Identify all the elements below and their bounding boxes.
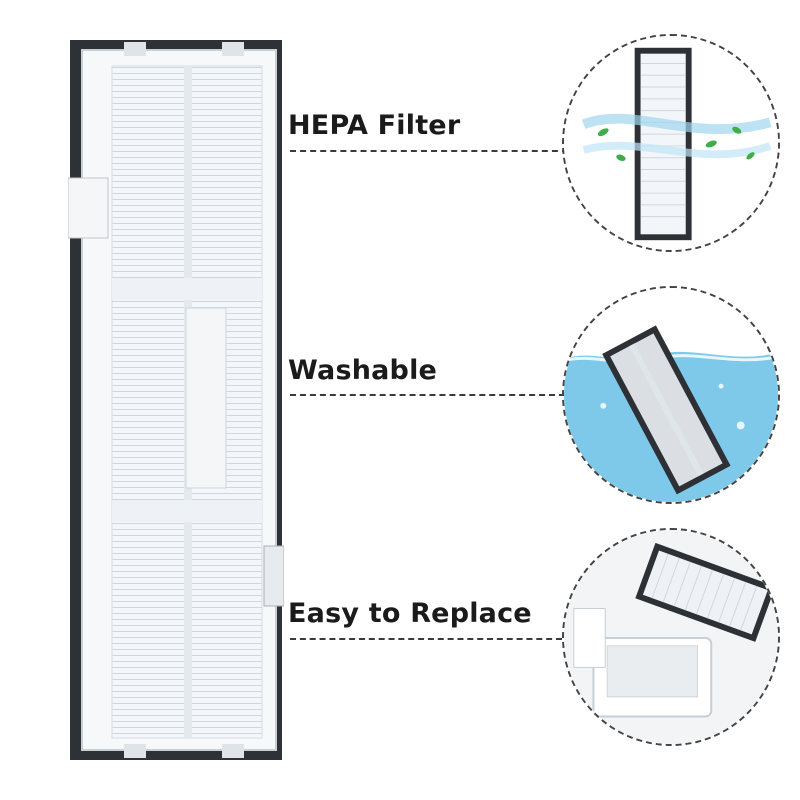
main-filter-image — [68, 38, 284, 762]
easy-replace-circle — [562, 528, 780, 746]
leader-line-hepa — [290, 150, 568, 152]
leader-line-replace — [290, 638, 562, 640]
feature-label-washable: Washable — [288, 355, 438, 386]
feature-label-hepa: HEPA Filter — [288, 110, 461, 141]
feature-label-replace: Easy to Replace — [288, 598, 532, 629]
washable-circle — [562, 286, 780, 504]
leader-line-washable — [290, 394, 565, 396]
hepa-filter-circle — [562, 34, 780, 252]
